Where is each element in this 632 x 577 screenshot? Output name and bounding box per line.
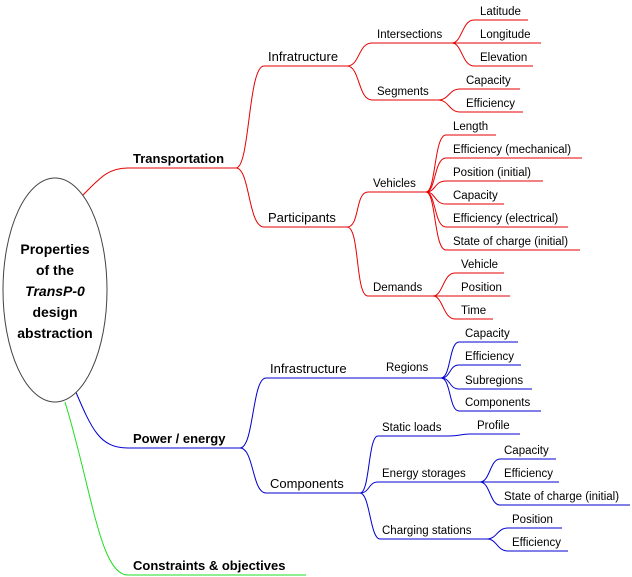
leaf-state-of-charge-initial: State of charge (initial)	[453, 236, 568, 248]
branch-intersections-elevation	[451, 42, 533, 67]
branch-vehicles-efficiency-mechanical	[425, 157, 582, 193]
branch-demands-time	[432, 295, 493, 320]
leaf-demands-vehicle: Vehicle	[461, 259, 498, 271]
branch-root-constraints	[64, 401, 306, 576]
branch-transportation-participants	[235, 167, 347, 228]
branch-infra-segments	[346, 65, 438, 101]
branch-vehicles-length	[425, 134, 496, 193]
branch-demands-vehicle	[432, 272, 504, 297]
leaf-storages-capacity: Capacity	[504, 445, 549, 457]
branch-components-static-loads	[359, 435, 449, 494]
label-vehicles: Vehicles	[373, 178, 416, 190]
leaf-vehicles-capacity: Capacity	[453, 190, 498, 202]
label-segments: Segments	[377, 86, 429, 98]
label-components: Components	[270, 476, 344, 491]
branch-segments-capacity	[437, 88, 520, 101]
leaf-position-initial: Position (initial)	[453, 167, 531, 179]
branch-transportation-infratructure	[235, 65, 347, 169]
label-transportation: Transportation	[133, 151, 224, 166]
leaf-demands-position: Position	[461, 282, 502, 294]
root-line-3: TransP-0	[25, 283, 85, 299]
branch-root-transportation	[82, 167, 236, 196]
leaf-storages-efficiency: Efficiency	[504, 468, 553, 480]
leaf-charging-position: Position	[512, 514, 553, 526]
branch-power-infrastructure	[239, 377, 360, 449]
branch-vehicles-state-of-charge	[425, 191, 580, 251]
leaf-elevation: Elevation	[480, 52, 527, 64]
branch-root-power	[74, 389, 240, 449]
leaf-storages-state-of-charge: State of charge (initial)	[504, 491, 619, 503]
branch-infra-intersections	[346, 42, 452, 67]
branch-static-loads-profile	[448, 433, 520, 437]
branch-charging-stations-position	[486, 527, 562, 540]
leaf-charging-efficiency: Efficiency	[512, 537, 561, 549]
label-intersections: Intersections	[377, 29, 442, 41]
branch-regions-capacity	[440, 341, 518, 379]
branch-charging-stations-efficiency	[486, 538, 568, 552]
branch-components-energy-storages	[359, 481, 480, 494]
leaf-profile: Profile	[477, 420, 510, 432]
leaf-regions-subregions: Subregions	[465, 375, 523, 387]
label-infrastructure: Infrastructure	[270, 361, 347, 376]
root-line-1: Properties	[20, 241, 89, 257]
root-line-2: of the	[36, 262, 74, 278]
leaf-regions-capacity: Capacity	[465, 328, 510, 340]
label-demands: Demands	[373, 282, 422, 294]
label-energy-storages: Energy storages	[382, 468, 466, 480]
label-infratructure: Infratructure	[268, 49, 338, 64]
leaf-regions-efficiency: Efficiency	[465, 351, 514, 363]
leaf-latitude: Latitude	[480, 6, 521, 18]
branch-segments-efficiency	[437, 99, 523, 113]
label-power-energy: Power / energy	[133, 431, 226, 446]
branch-regions-components	[440, 377, 541, 412]
leaf-efficiency-electrical: Efficiency (electrical)	[453, 213, 558, 225]
branch-energy-storages-capacity	[479, 458, 556, 483]
leaf-segments-efficiency: Efficiency	[466, 98, 515, 110]
leaf-length: Length	[453, 121, 488, 133]
branch-participants-vehicles	[346, 191, 426, 228]
label-charging-stations: Charging stations	[382, 525, 472, 537]
label-constraints-objectives: Constraints & objectives	[133, 558, 285, 573]
branch-energy-storages-state-of-charge	[479, 481, 630, 506]
leaf-segments-capacity: Capacity	[466, 75, 511, 87]
branch-regions-efficiency	[440, 364, 521, 379]
branch-components-charging-stations	[359, 492, 487, 540]
leaf-longitude: Longitude	[480, 29, 531, 41]
branch-power-components	[239, 447, 360, 494]
leaf-regions-components: Components	[465, 397, 530, 409]
root-line-4: design	[32, 304, 77, 320]
branch-participants-demands	[346, 226, 433, 297]
leaf-efficiency-mechanical: Efficiency (mechanical)	[453, 144, 571, 156]
label-participants: Participants	[268, 210, 336, 225]
label-static-loads: Static loads	[382, 422, 442, 434]
root-line-5: abstraction	[17, 325, 92, 341]
leaf-demands-time: Time	[461, 305, 486, 317]
label-regions: Regions	[386, 362, 428, 374]
root-node	[2, 177, 108, 403]
branch-intersections-latitude	[451, 19, 528, 44]
branch-vehicles-position-initial	[425, 180, 543, 193]
